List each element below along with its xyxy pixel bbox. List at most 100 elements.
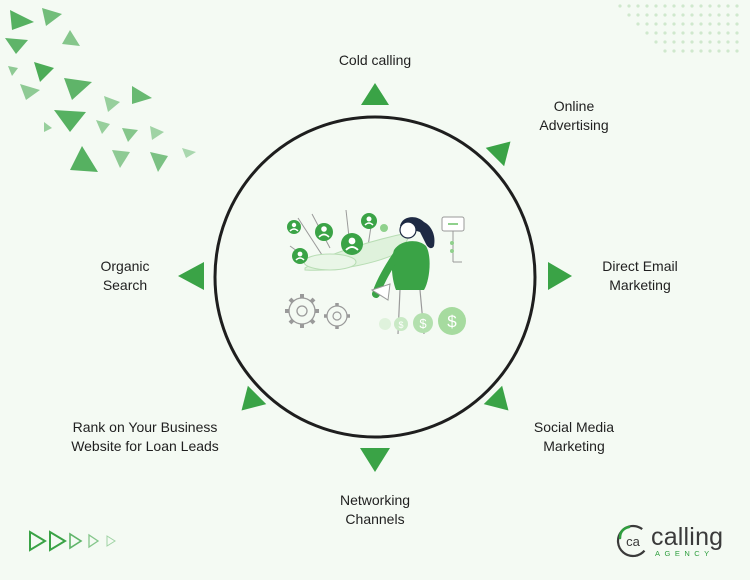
decorative-dot: [645, 31, 649, 35]
decorative-dot-grid: [618, 4, 739, 53]
node-label-cold-calling: Cold calling: [338, 52, 412, 68]
decorative-dot: [735, 22, 739, 26]
decorative-dot: [726, 13, 730, 17]
arrow-networking-icon: [360, 448, 390, 472]
arrow-direct-email-icon: [548, 262, 572, 290]
arrow-online-advertising-icon: [485, 141, 511, 167]
logo-mark-icon: ca: [616, 524, 650, 558]
decorative-dot: [690, 22, 694, 26]
person-icon: [292, 248, 308, 264]
decorative-dot: [708, 13, 712, 17]
decorative-dot: [735, 49, 739, 53]
decorative-dot: [627, 4, 631, 8]
decorative-dot: [708, 22, 712, 26]
decorative-dot: [717, 31, 721, 35]
decorative-dot: [717, 13, 721, 17]
gear-icon: [285, 294, 319, 328]
svg-text:$: $: [398, 320, 403, 330]
funnel-illustration-icon: $ $ $: [285, 209, 466, 335]
arrow-social-media-icon: [483, 385, 509, 411]
person-icon: [287, 220, 301, 234]
logo-subtitle: AGENCY: [655, 549, 714, 558]
decorative-dot: [672, 22, 676, 26]
decorative-dot: [699, 40, 703, 44]
decorative-dot: [654, 31, 658, 35]
decorative-dot: [726, 22, 730, 26]
decorative-dot: [717, 40, 721, 44]
decorative-dot: [735, 4, 739, 8]
decorative-dot: [708, 31, 712, 35]
decorative-dot: [699, 4, 703, 8]
decorative-dot: [681, 4, 685, 8]
node-label-online-advertising: Online Advertising: [539, 98, 609, 133]
decorative-dot: [690, 13, 694, 17]
decorative-dot: [681, 22, 685, 26]
decorative-dot: [636, 13, 640, 17]
person-icon: [361, 213, 377, 229]
logo-wordmark: calling: [651, 523, 724, 551]
decorative-dot: [735, 31, 739, 35]
svg-text:$: $: [447, 312, 457, 331]
arrow-organic-search-icon: [178, 262, 204, 290]
decorative-dot: [726, 31, 730, 35]
decorative-dot: [654, 13, 658, 17]
decorative-dot: [699, 49, 703, 53]
decorative-dot: [645, 22, 649, 26]
node-label-networking-channels: Networking Channels: [339, 492, 411, 527]
decorative-dot: [699, 13, 703, 17]
decorative-dot: [618, 4, 622, 8]
decorative-dot: [663, 4, 667, 8]
node-label-direct-email-marketing: Direct Email Marketing: [602, 258, 678, 293]
decorative-dot: [708, 4, 712, 8]
person-icon: [315, 223, 333, 241]
node-label-rank-website: Rank on Your Business Website for Loan L…: [71, 419, 219, 454]
decorative-dot: [663, 49, 667, 53]
monitor-icon: [441, 216, 465, 263]
decorative-dot: [726, 40, 730, 44]
calling-agency-logo: ca calling AGENCY: [616, 522, 734, 562]
dollar-coin-icon: $ $ $: [379, 307, 466, 335]
main-circle: [213, 115, 537, 439]
decorative-dot: [735, 13, 739, 17]
decorative-dot: [717, 4, 721, 8]
decorative-dot: [663, 31, 667, 35]
arrow-rank-website-icon: [241, 385, 267, 411]
decorative-dot: [735, 40, 739, 44]
decorative-dot: [708, 40, 712, 44]
decorative-dot: [699, 22, 703, 26]
decorative-dot: [690, 31, 694, 35]
gear-icon: [324, 303, 350, 329]
decorative-dot: [681, 49, 685, 53]
decorative-dot: [717, 22, 721, 26]
decorative-dot: [636, 4, 640, 8]
decorative-dot: [645, 13, 649, 17]
decorative-dot: [717, 49, 721, 53]
decorative-dot: [672, 49, 676, 53]
decorative-dot: [726, 4, 730, 8]
svg-text:ca: ca: [626, 534, 641, 549]
decorative-dot: [672, 4, 676, 8]
decorative-dot: [690, 4, 694, 8]
arrow-cold-calling-icon: [361, 83, 389, 105]
decorative-dot: [690, 40, 694, 44]
decorative-dot: [699, 31, 703, 35]
decorative-dot: [636, 22, 640, 26]
decorative-dot: [681, 13, 685, 17]
node-label-social-media-marketing: Social Media Marketing: [533, 419, 615, 454]
decorative-dot: [672, 40, 676, 44]
node-label-organic-search: Organic Search: [100, 258, 150, 293]
decorative-dot: [726, 49, 730, 53]
decorative-dot: [690, 49, 694, 53]
decorative-dot: [672, 13, 676, 17]
decorative-dot: [663, 13, 667, 17]
decorative-dot: [645, 4, 649, 8]
decorative-dot: [654, 4, 658, 8]
person-icon: [341, 233, 363, 255]
decorative-dot: [654, 22, 658, 26]
decorative-dot: [627, 13, 631, 17]
svg-text:$: $: [419, 316, 427, 331]
decorative-dot: [681, 31, 685, 35]
decorative-dot: [681, 40, 685, 44]
decorative-triangles-top-left: [5, 8, 196, 172]
